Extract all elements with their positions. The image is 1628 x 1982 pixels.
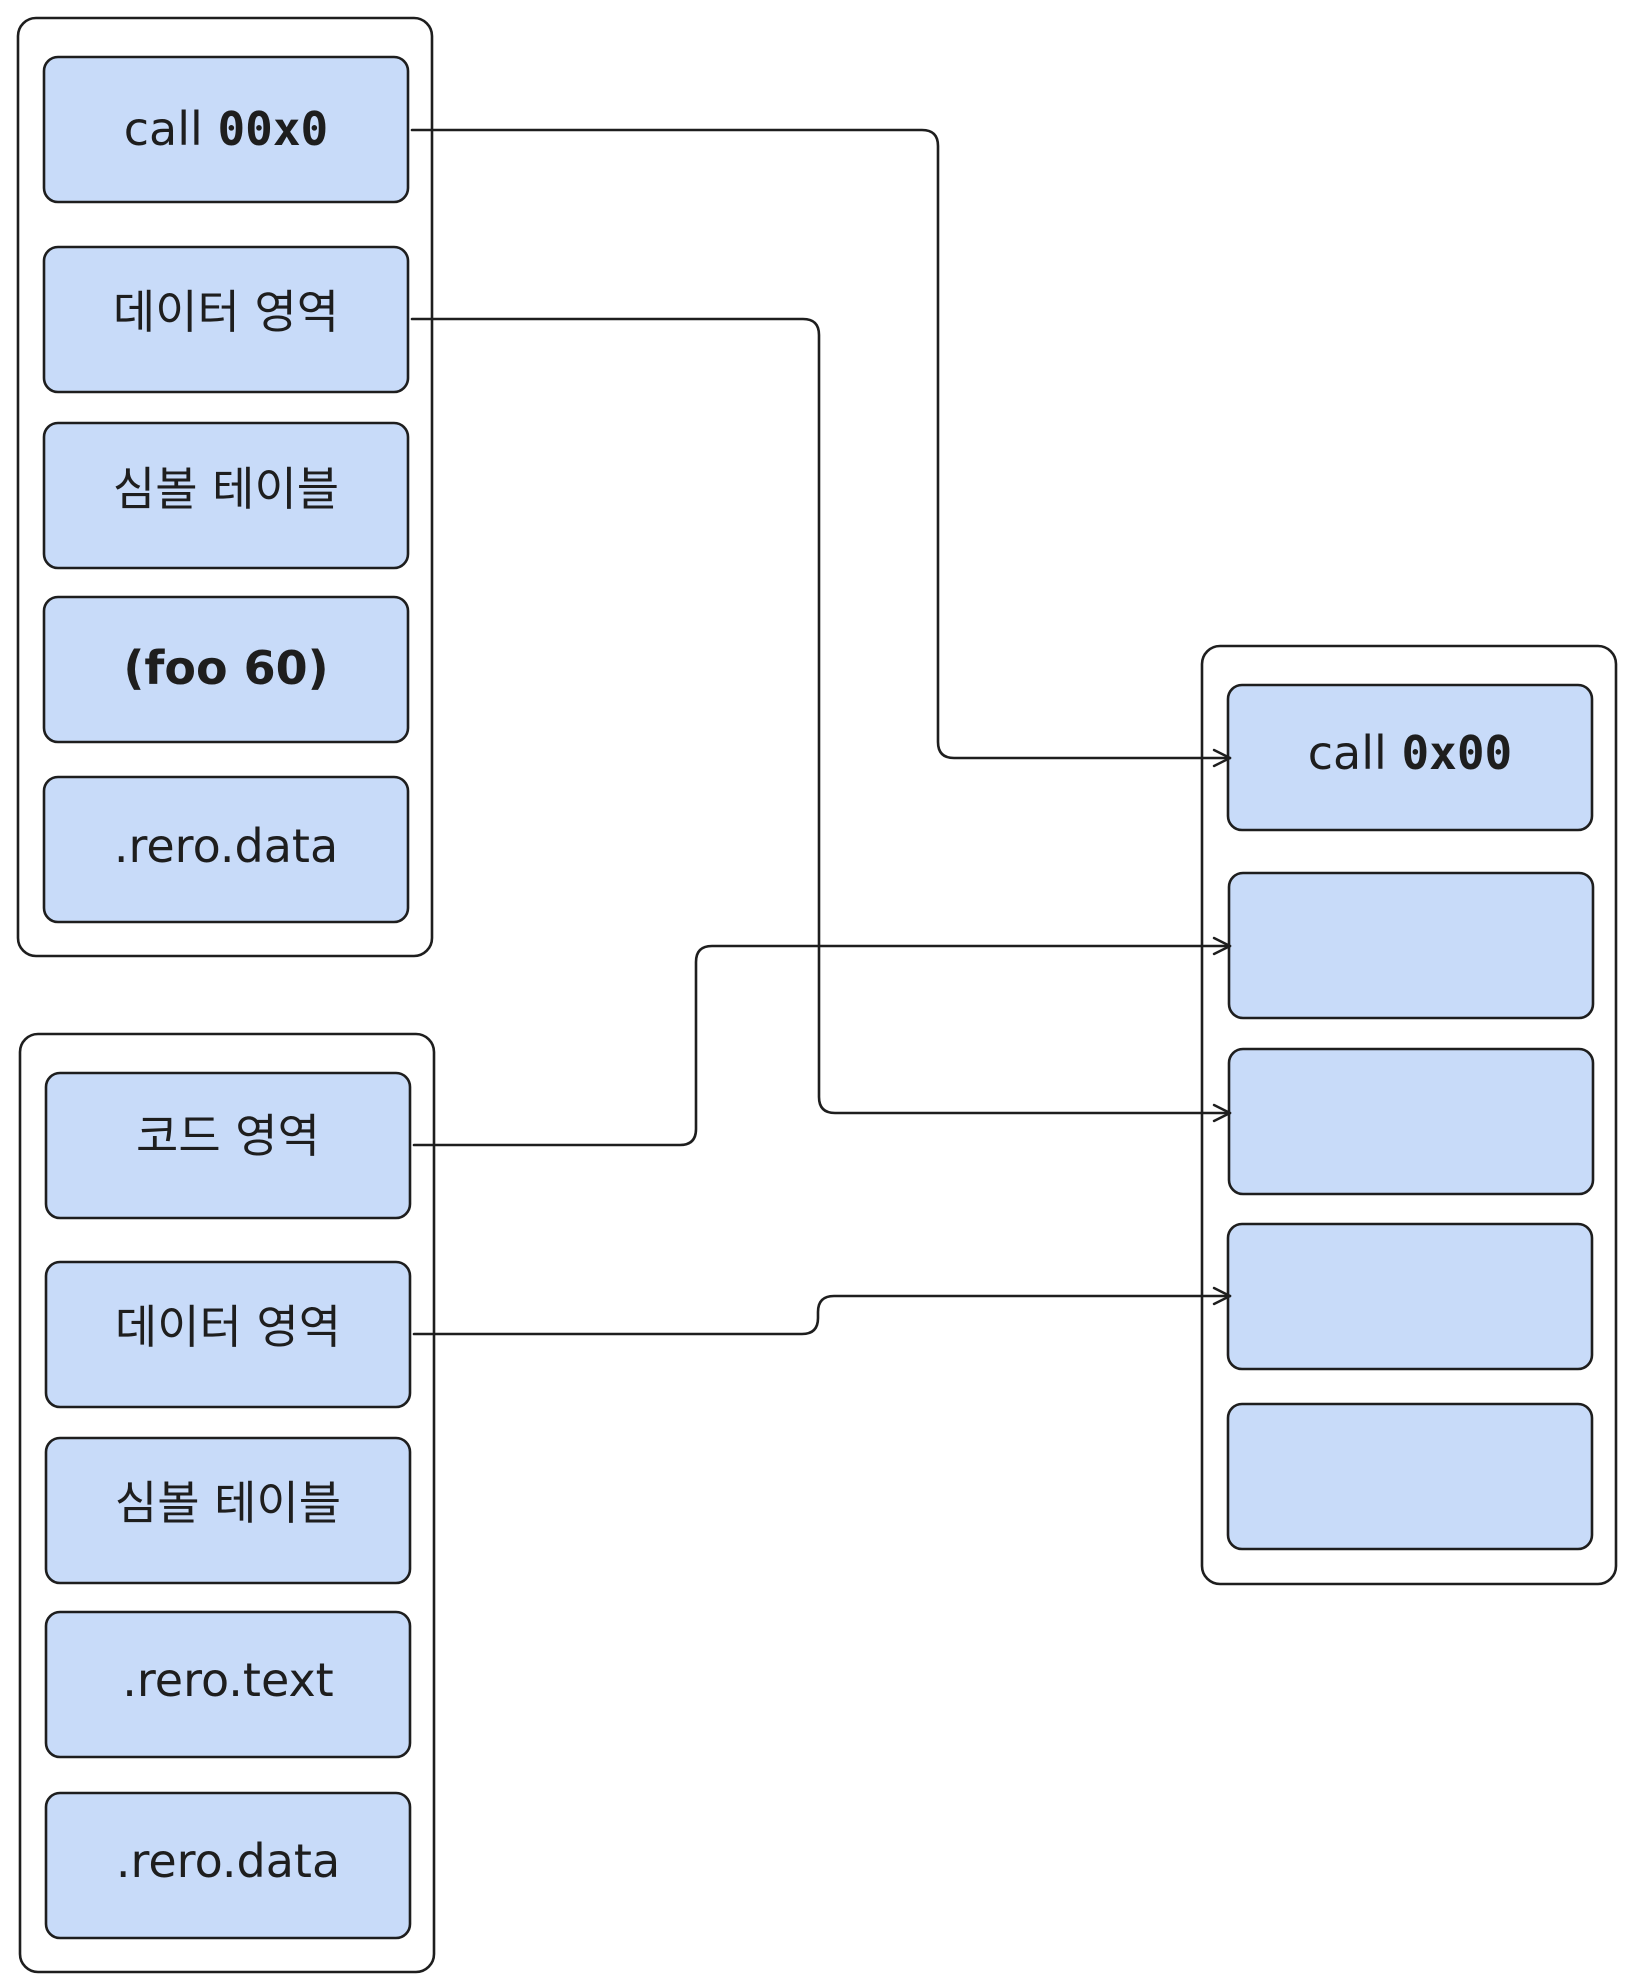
connector-call-to-exe-call <box>410 128 1232 768</box>
connector-obj1-data-to-exe-slot-3 <box>410 317 1232 1123</box>
obj2-symbol-table-cell: 심볼 테이블 <box>44 1436 412 1585</box>
obj2-data-section-cell: 데이터 영역 <box>44 1260 412 1409</box>
exe-slot-4 <box>1226 1222 1594 1371</box>
obj1-data-section-label: 데이터 영역 <box>113 285 339 339</box>
object-file-1: call 00x0 데이터 영역 심볼 테이블 (foo 60) .rero.d… <box>16 16 434 958</box>
obj1-symbol-entry-label: (foo 60) <box>123 641 328 695</box>
executable: call 0x00 <box>1200 644 1618 1586</box>
obj2-code-section-label: 코드 영역 <box>136 1109 320 1163</box>
obj2-data-section-label: 데이터 영역 <box>115 1300 341 1354</box>
exe-slot-5 <box>1226 1402 1594 1551</box>
obj2-rotext-cell: .rero.text <box>44 1610 412 1759</box>
connector-obj2-data-to-exe-slot-4 <box>412 1286 1232 1336</box>
exe-call-label: call 0x00 <box>1308 726 1512 780</box>
object-file-2: 코드 영역 데이터 영역 심볼 테이블 .rero.text .rero.dat… <box>18 1032 436 1974</box>
obj2-rotext-label: .rero.text <box>122 1653 333 1707</box>
obj1-data-section-cell: 데이터 영역 <box>42 245 410 394</box>
obj2-symbol-table-label: 심볼 테이블 <box>115 1476 341 1530</box>
obj1-symbol-table-label: 심볼 테이블 <box>113 462 339 516</box>
exe-slot-3 <box>1227 1047 1595 1196</box>
exe-slot-2 <box>1227 871 1595 1020</box>
connector-obj2-code-to-exe-slot-2 <box>412 936 1232 1147</box>
obj1-rodata-cell: .rero.data <box>42 775 410 924</box>
exe-call-cell: call 0x00 <box>1226 683 1594 832</box>
obj2-rodata-cell: .rero.data <box>44 1791 412 1940</box>
obj1-rodata-label: .rero.data <box>114 819 338 873</box>
obj1-symbol-table-cell: 심볼 테이블 <box>42 421 410 570</box>
obj1-call-label: call 00x0 <box>124 102 328 156</box>
obj1-call-cell: call 00x0 <box>42 55 410 204</box>
obj1-symbol-entry-cell: (foo 60) <box>42 595 410 744</box>
obj2-code-section-cell: 코드 영역 <box>44 1071 412 1220</box>
obj2-rodata-label: .rero.data <box>116 1834 340 1888</box>
